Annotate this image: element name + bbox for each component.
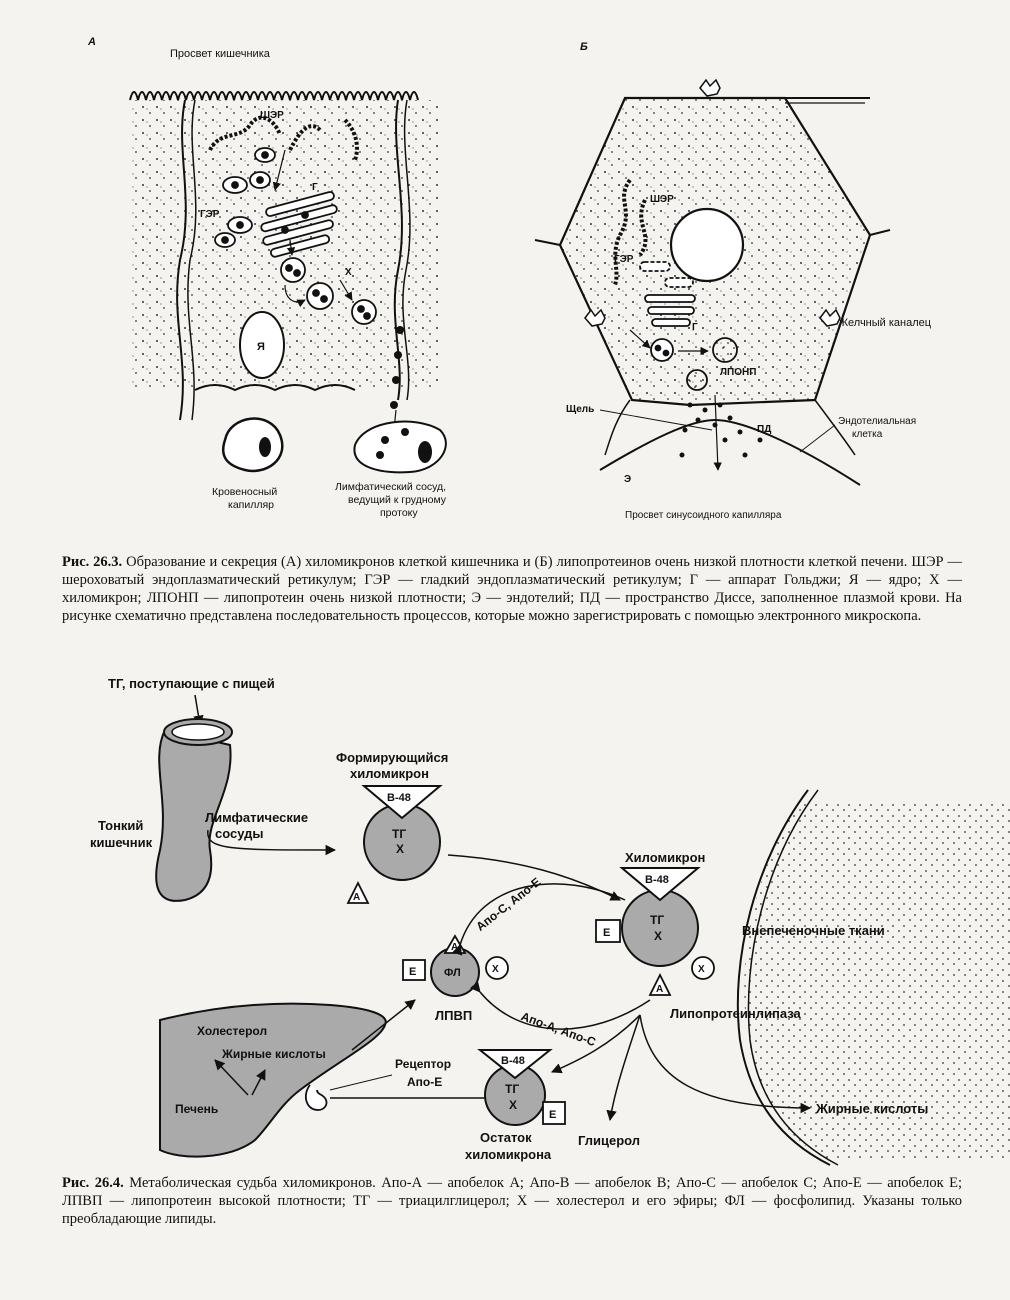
b-lumen-label: Просвет синусоидного капилляра (625, 510, 782, 521)
lymph-vessels-label-1: Лимфатические (205, 810, 308, 825)
b-e-label: Э (624, 474, 631, 485)
chylo-tg: ТГ (650, 913, 664, 927)
forming-b48: B-48 (387, 792, 411, 804)
forming-chylomicron (346, 785, 443, 904)
a-nucleus-label: Я (257, 341, 265, 353)
liver-label: Печень (175, 1102, 218, 1116)
hdl-fl: ФЛ (444, 967, 461, 979)
b-vldl-label: ЛПОНП (720, 367, 756, 378)
a-nucleus (239, 311, 285, 379)
b-ser-label: ГЭР (614, 254, 634, 265)
fatty-acids-out-label: Жирные кислоты (815, 1101, 928, 1116)
chylomicron (595, 867, 715, 996)
cholesterol-label: Холестерол (197, 1024, 267, 1038)
fig1-caption-text: Образование и секреция (А) хиломикронов … (62, 554, 962, 624)
apo-ac-label: Апо-А, Апо-С (519, 1009, 598, 1049)
remnant-e: E (549, 1109, 556, 1121)
a-chylomicrons (280, 257, 377, 325)
b-pd-label: ПД (757, 424, 771, 435)
a-blood-capillary (221, 417, 284, 473)
remnant-label-1: Остаток (480, 1130, 532, 1145)
a-lumen-label: Просвет кишечника (170, 48, 271, 60)
chylo-b48: B-48 (645, 874, 669, 886)
extrahepatic-tissue (744, 800, 1010, 1160)
tg-food-label: ТГ, поступающие с пищей (108, 676, 275, 691)
fatty-acids-label: Жирные кислоты (221, 1047, 326, 1061)
a-blood-label-1: Кровеносный (212, 486, 277, 498)
a-golgi-label: Г (312, 182, 318, 193)
a-lymph-dots (390, 326, 404, 409)
fig2-caption-label: Рис. 26.4. (62, 1175, 124, 1191)
fig2-diagram: ТГ, поступающие с пищей Тонкий кишечник … (90, 676, 1010, 1166)
glycerol-label: Глицерол (578, 1133, 640, 1148)
hdl (402, 934, 509, 997)
extrahepatic-label: Внепеченочные ткани (742, 923, 885, 938)
b-golgi-label: Г (692, 322, 698, 333)
b-sinusoid (599, 418, 861, 486)
a-ser-label: ГЭР (200, 209, 220, 220)
remnant-x: Х (509, 1098, 517, 1112)
remnant-label-2: хиломикрона (465, 1147, 552, 1162)
forming-a: A (353, 892, 360, 903)
fig1-panel-a: А Просвет кишечника ШЭР ГЭР (87, 36, 447, 519)
forming-tg: ТГ (392, 827, 406, 841)
panel-a-label: А (87, 36, 96, 48)
apo-ce-label: Апо-С, Апо-Е (473, 875, 543, 934)
b-vldl (650, 337, 738, 391)
hdl-label: ЛПВП (435, 1008, 472, 1023)
panel-b-label: Б (580, 41, 588, 53)
a-golgi (260, 191, 338, 258)
microvilli (129, 91, 419, 101)
liver (159, 1002, 387, 1158)
b-rer-label: ШЭР (650, 194, 674, 205)
a-lymph-label-3: протоку (380, 507, 418, 519)
a-lymph-vessel (353, 420, 447, 474)
hdl-e: E (409, 966, 416, 978)
b-bile-label: Желчный каналец (838, 317, 932, 329)
remnant-tg: ТГ (505, 1082, 519, 1096)
receptor-label-2: Апо-Е (407, 1075, 442, 1089)
b-nucleus (669, 207, 745, 283)
chylo-a: A (656, 984, 663, 995)
lymph-vessels-label-2: сосуды (215, 826, 264, 841)
forming-label-2: хиломикрон (350, 766, 429, 781)
small-intestine (155, 718, 233, 902)
a-chylo-label: Х (345, 267, 352, 278)
chylo-x: Х (654, 929, 662, 943)
remnant-b48: B-48 (501, 1055, 525, 1067)
fig2-caption: Рис. 26.4. Метаболическая судьба хиломик… (62, 1174, 962, 1228)
hdl-x: Х (492, 964, 499, 975)
receptor-label-1: Рецептор (395, 1057, 451, 1071)
small-intestine-label-1: Тонкий (98, 818, 143, 833)
b-golgi (644, 294, 696, 327)
lpl-label: Липопротеинлипаза (670, 1006, 802, 1021)
fig1-panel-b: Б Желчный каналец ШЭР ГЭР Г (534, 41, 932, 521)
forming-label-1: Формирующийся (336, 750, 448, 765)
a-rer-label: ШЭР (260, 110, 284, 121)
b-secretion-dots (679, 402, 763, 458)
a-blood-label-2: капилляр (228, 499, 274, 511)
forming-x: Х (396, 842, 404, 856)
a-ser (214, 147, 276, 248)
b-rer (613, 178, 632, 286)
fig1-caption: Рис. 26.3. Образование и секреция (А) хи… (62, 553, 962, 625)
chylo-e: E (603, 927, 610, 939)
fig2-caption-text: Метаболическая судьба хиломикронов. Апо-… (62, 1175, 962, 1227)
b-endo-label-2: клетка (852, 429, 883, 440)
a-lymph-label-2: ведущий к грудному (348, 494, 447, 506)
hdl-a: A (451, 942, 458, 953)
small-intestine-label-2: кишечник (90, 835, 153, 850)
b-ser (639, 261, 694, 288)
b-gap-label: Щель (566, 404, 594, 415)
chylomicron-label: Хиломикрон (625, 850, 705, 865)
chylo-x-small: Х (698, 964, 705, 975)
chylomicron-remnant (477, 1049, 566, 1126)
a-rer (208, 115, 282, 152)
fig1-caption-label: Рис. 26.3. (62, 554, 123, 570)
b-bile-canaliculi (584, 78, 841, 327)
a-lymph-label-1: Лимфатический сосуд, (335, 481, 446, 493)
b-endo-label-1: Эндотелиальная (838, 416, 916, 427)
